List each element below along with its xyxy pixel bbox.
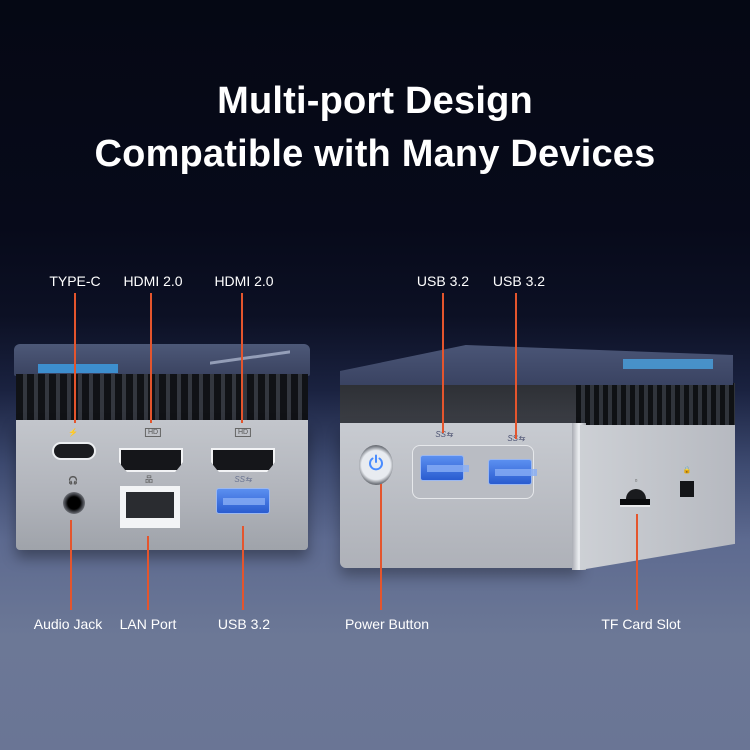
lan-port <box>120 486 180 528</box>
side-panel: ▫ 🔒 <box>580 425 735 570</box>
lid-logo <box>210 350 290 365</box>
hdmi-port-1 <box>119 448 183 472</box>
callout-line <box>150 293 152 423</box>
headphone-icon: 🎧 <box>68 476 78 485</box>
device-lid <box>340 345 733 385</box>
headline-line-1: Multi-port Design <box>217 80 533 122</box>
ss-usb-icon: SS⇆ <box>435 430 453 439</box>
callout-line <box>380 484 382 610</box>
usb-a-port <box>216 488 270 514</box>
lid-sticker <box>623 359 713 369</box>
audio-jack <box>63 492 85 514</box>
headline-line-2: Compatible with Many Devices <box>94 133 656 175</box>
tf-card-slot <box>620 499 650 507</box>
device-lid <box>14 344 310 376</box>
hd-icon: HD <box>144 428 162 437</box>
callout-line <box>241 293 243 423</box>
callout-line <box>147 536 149 610</box>
callout-line <box>442 293 444 433</box>
callout-line <box>70 520 72 610</box>
lock-icon: 🔒 <box>682 467 692 474</box>
lid-sticker <box>38 364 118 373</box>
callout-line <box>242 526 244 610</box>
front-panel: SS⇆ SS⇆ <box>340 423 580 568</box>
sd-card-icon: ▫ <box>634 476 638 485</box>
label-type-c: TYPE-C <box>49 273 101 289</box>
ss-usb-icon: SS⇆ <box>234 475 252 484</box>
usb-a-port-1 <box>420 455 469 481</box>
hdmi-port-2 <box>211 448 275 472</box>
label-power-button: Power Button <box>344 616 430 632</box>
network-icon: 品 <box>145 475 153 484</box>
label-usb-3-2-left: USB 3.2 <box>217 616 271 632</box>
callout-line <box>74 293 76 423</box>
front-panel: ⚡ HD HD 🎧 品 SS⇆ <box>16 420 308 550</box>
label-hdmi-1: HDMI 2.0 <box>123 273 183 289</box>
mini-pc-front-view: ⚡ HD HD 🎧 品 SS⇆ <box>14 344 310 550</box>
usb-c-port <box>52 442 96 460</box>
callout-line <box>515 293 517 439</box>
callout-line <box>636 514 638 610</box>
power-icon <box>369 454 383 471</box>
hd-icon: HD <box>234 428 252 437</box>
power-button[interactable] <box>359 445 393 485</box>
kensington-lock-slot <box>680 481 694 497</box>
label-tf-card-slot: TF Card Slot <box>601 616 681 632</box>
tf-slot-notch <box>626 489 646 501</box>
usb-a-port-2 <box>488 459 537 485</box>
label-usb-3-2-top-1: USB 3.2 <box>416 273 470 289</box>
mini-pc-angled-view: SS⇆ SS⇆ ▫ 🔒 <box>340 345 735 570</box>
label-audio-jack: Audio Jack <box>33 616 103 632</box>
lightning-icon: ⚡ <box>68 428 78 437</box>
cooling-fins <box>16 374 308 422</box>
label-usb-3-2-top-2: USB 3.2 <box>492 273 546 289</box>
label-hdmi-2: HDMI 2.0 <box>214 273 274 289</box>
label-lan-port: LAN Port <box>119 616 177 632</box>
